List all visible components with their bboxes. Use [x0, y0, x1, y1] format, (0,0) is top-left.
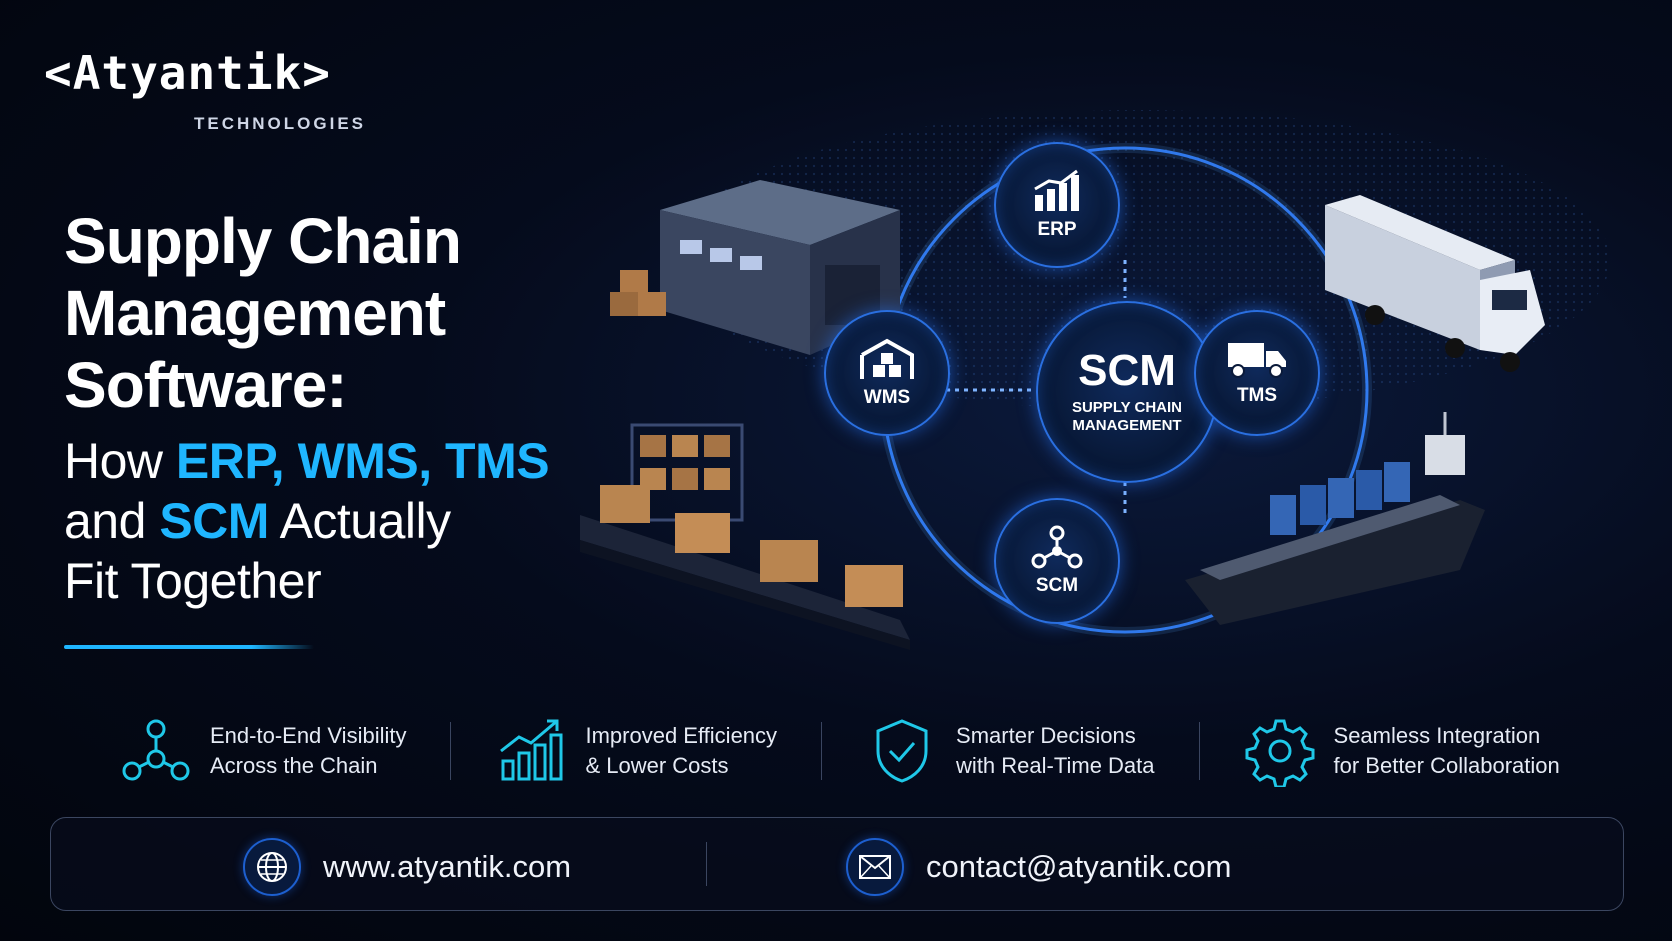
feature-integration-line-2: for Better Collaboration — [1333, 753, 1560, 778]
headline-line-1: Supply Chain — [64, 205, 462, 277]
feature-decisions-line-2: with Real-Time Data — [956, 753, 1155, 778]
website-link[interactable]: www.atyantik.com — [323, 849, 572, 884]
headline-line-6: Fit Together — [64, 553, 322, 609]
node-erp-label: ERP — [1037, 219, 1077, 240]
brand-logo: <Atyantik> TECHNOLOGIES — [44, 46, 363, 133]
features-row: End-to-End Visibility Across the Chain I… — [120, 715, 1600, 787]
supply-chain-diagram: ERP WMS SCM SUPPLY CHAIN MANAGEMENT TMS — [580, 100, 1672, 690]
feature-visibility: End-to-End Visibility Across the Chain — [120, 715, 406, 787]
center-title: SCM — [1078, 346, 1176, 395]
warehouse-icon — [860, 338, 914, 379]
page-headline: Supply Chain Management Software: How ER… — [64, 205, 624, 611]
node-tms: TMS — [1194, 310, 1320, 436]
headline-line-4-prefix: How — [64, 433, 176, 489]
center-subtitle-line-2: MANAGEMENT — [1072, 417, 1182, 434]
center-subtitle: SUPPLY CHAIN MANAGEMENT — [1072, 399, 1182, 435]
truck-illustration — [1325, 195, 1545, 372]
headline-line-4-accent: ERP, WMS, TMS — [175, 433, 550, 489]
globe-icon — [243, 838, 301, 896]
email-link[interactable]: contact@atyantik.com — [926, 849, 1232, 884]
node-erp: ERP — [994, 142, 1120, 268]
shield-check-icon — [876, 719, 928, 783]
feature-divider — [1198, 722, 1200, 780]
growth-chart-icon — [500, 719, 563, 781]
contact-divider — [706, 842, 707, 886]
headline-line-5-accent: SCM — [159, 493, 269, 549]
brand-name: <Atyantik> — [44, 46, 331, 100]
email-contact[interactable]: contact@atyantik.com — [846, 838, 1231, 896]
node-scm: SCM — [994, 498, 1120, 624]
feature-decisions-line-1: Smarter Decisions — [956, 723, 1136, 748]
feature-decisions: Smarter Decisions with Real-Time Data — [866, 715, 1155, 787]
feature-efficiency: Improved Efficiency & Lower Costs — [495, 715, 777, 787]
headline-line-5: and SCM Actually — [64, 491, 624, 551]
feature-integration: Seamless Integration for Better Collabor… — [1244, 715, 1560, 787]
headline-line-5-prefix: and — [64, 493, 160, 549]
node-scm-label: SCM — [1035, 575, 1079, 596]
network-icon — [1031, 525, 1083, 569]
brand-tagline: TECHNOLOGIES — [194, 114, 367, 133]
conveyor-illustration — [580, 423, 910, 650]
contact-bar: www.atyantik.com contact@atyantik.com — [50, 817, 1624, 911]
feature-divider — [450, 722, 452, 780]
network-nodes-icon — [122, 719, 190, 781]
feature-visibility-text: End-to-End Visibility Across the Chain — [210, 721, 406, 781]
feature-efficiency-line-2: & Lower Costs — [585, 753, 729, 778]
mail-icon — [846, 838, 904, 896]
node-wms: WMS — [824, 310, 950, 436]
headline-line-3: Software: — [64, 349, 348, 421]
feature-integration-text: Seamless Integration for Better Collabor… — [1334, 721, 1560, 781]
gear-icon — [1245, 719, 1315, 787]
website-contact[interactable]: www.atyantik.com — [243, 838, 571, 896]
node-wms-label: WMS — [863, 387, 911, 408]
headline-line-2: Management — [64, 277, 446, 349]
ship-illustration — [1185, 412, 1485, 625]
node-scm-center: SCM SUPPLY CHAIN MANAGEMENT — [1036, 301, 1218, 483]
feature-efficiency-text: Improved Efficiency & Lower Costs — [585, 721, 777, 781]
headline-line-5-suffix: Actually — [268, 493, 452, 549]
node-tms-label: TMS — [1236, 385, 1278, 406]
feature-integration-line-1: Seamless Integration — [1333, 723, 1541, 748]
feature-visibility-line-2: Across the Chain — [210, 753, 378, 778]
feature-decisions-text: Smarter Decisions with Real-Time Data — [956, 721, 1154, 781]
center-subtitle-line-1: SUPPLY CHAIN — [1071, 399, 1183, 416]
feature-divider — [821, 722, 823, 780]
bar-chart-icon — [1034, 169, 1079, 211]
headline-underline — [64, 645, 314, 649]
headline-line-4: How ERP, WMS, TMS — [64, 431, 624, 491]
feature-visibility-line-1: End-to-End Visibility — [210, 723, 407, 748]
truck-icon — [1228, 343, 1286, 378]
feature-efficiency-line-1: Improved Efficiency — [585, 723, 778, 748]
